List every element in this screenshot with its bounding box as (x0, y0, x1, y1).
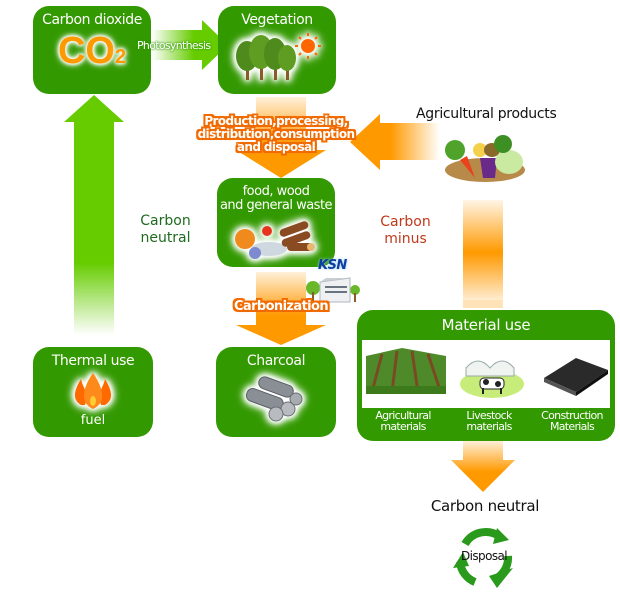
agricultural-left-arrow (350, 114, 440, 170)
recycle-icon (453, 528, 513, 588)
fuel-label: fuel (80, 413, 106, 428)
photosynthesis-arrow (152, 20, 228, 70)
vegetation-box: Vegetation (218, 6, 336, 94)
material-images-panel (362, 340, 610, 408)
material-stub-top (463, 300, 503, 308)
charcoal-title: Charcoal (246, 353, 306, 369)
agricultural-products-label: Agricultural products (416, 106, 557, 122)
waste-title: food, wood and general waste (219, 184, 333, 213)
charcoal-box: Charcoal (216, 347, 336, 437)
disposal-label: Disposal (461, 549, 508, 563)
thermal-use-title: Thermal use (51, 353, 135, 369)
ksn-logo: KSN (318, 258, 347, 273)
carbon-neutral-bottom-label: Carbon neutral (430, 497, 540, 515)
waste-icon (235, 221, 315, 259)
charcoal-icon (245, 376, 303, 422)
carbon-minus-label: Carbon minus (380, 214, 431, 247)
carbon-minus-band (463, 200, 503, 305)
vegetables-icon (445, 135, 525, 182)
carbonization-down-arrow (236, 272, 326, 345)
production-down-arrow (236, 97, 326, 178)
board-icon (544, 358, 608, 396)
material-use-title: Material use (441, 316, 531, 334)
material-caption-agricultural: Agricultural materials (375, 409, 431, 433)
material-images (366, 348, 608, 398)
carbon-dioxide-title: Carbon dioxide (42, 12, 142, 28)
photosynthesis-label: Photosynthesis (137, 39, 211, 52)
waste-box: food, wood and general waste (217, 178, 335, 267)
material-use-box: Material use (357, 310, 615, 441)
material-caption-livestock: Livestock materials (466, 409, 512, 433)
material-caption-construction: Construction Materials (541, 409, 603, 433)
field-icon (366, 348, 446, 394)
material-captions: Agricultural materials Livestock materia… (357, 410, 615, 432)
trees-icon (236, 33, 321, 80)
vegetation-title: Vegetation (241, 12, 313, 28)
production-label: Production,processing, distribution,cons… (197, 114, 355, 154)
co2-formula: CO2 (57, 30, 127, 72)
thermal-use-box: Thermal use fuel (33, 347, 153, 437)
carbonization-label: Carbonization (233, 299, 329, 314)
livestock-icon (460, 360, 524, 398)
sun-icon (295, 33, 321, 59)
carbon-dioxide-box: Carbon dioxide CO2 (33, 6, 151, 94)
factory-icon (306, 277, 360, 303)
flame-icon (74, 373, 112, 409)
carbon-neutral-left-label: Carbon neutral (140, 213, 191, 246)
carbon-neutral-up-arrow (64, 95, 124, 335)
material-down-arrow (451, 441, 515, 492)
